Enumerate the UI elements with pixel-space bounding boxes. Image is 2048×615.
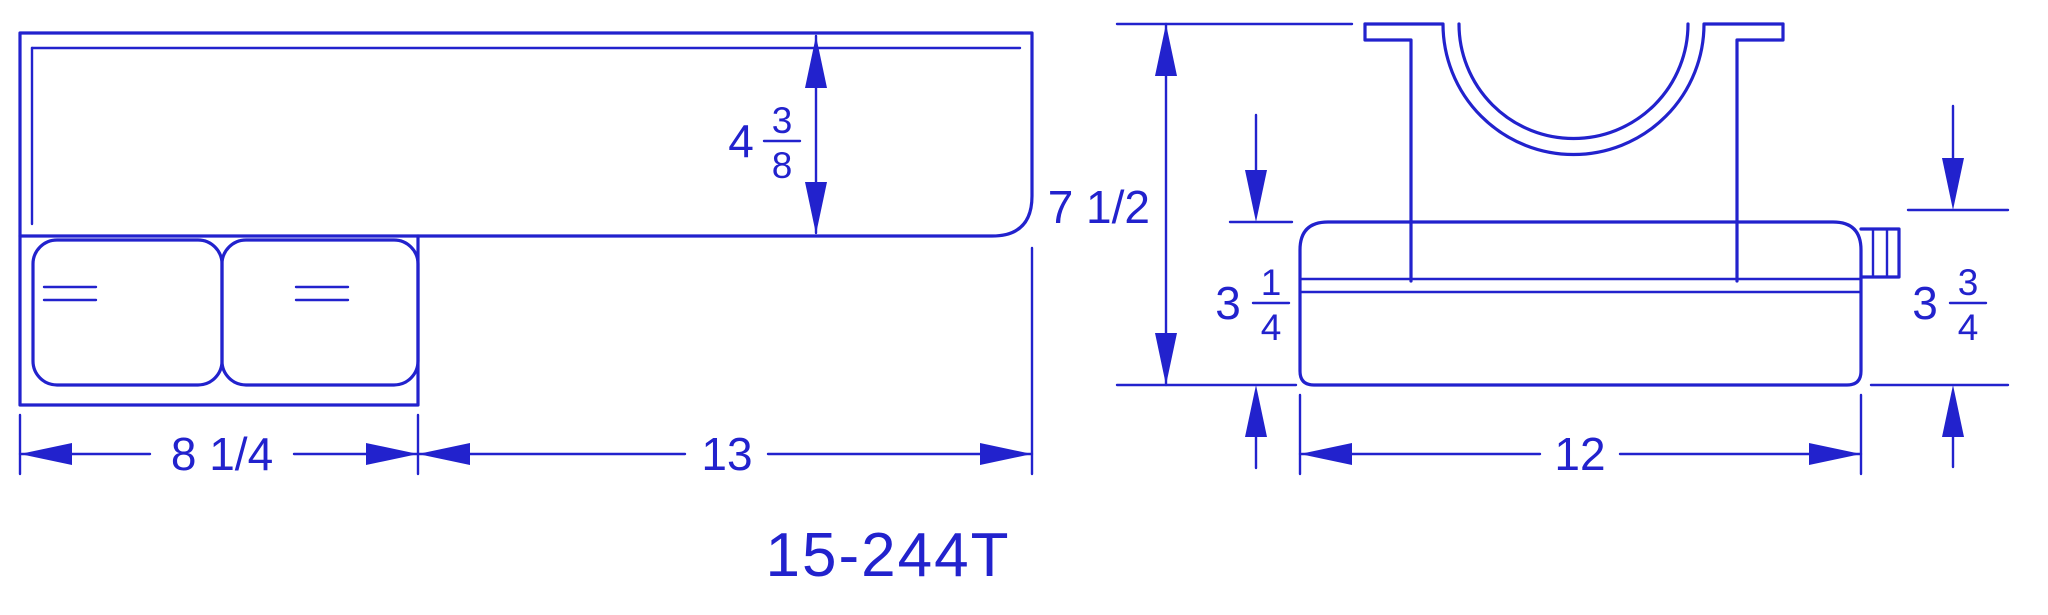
arrowhead-right — [1809, 443, 1861, 465]
arrowhead-up — [1245, 385, 1267, 437]
flange-left-end-and-wall — [1363, 22, 1413, 283]
dim-rear-length-label: 13 — [701, 428, 752, 480]
dim-body-height-left: 3 1 4 — [1215, 113, 1294, 470]
arrowhead-up — [1155, 24, 1177, 76]
arrowhead-left — [1300, 443, 1352, 465]
arrowhead-down — [1245, 170, 1267, 222]
flange-right-end-and-wall — [1735, 22, 1785, 283]
arrowhead-left — [20, 443, 72, 465]
dim-body-height-left-whole: 3 — [1215, 277, 1241, 329]
arrowhead-right — [980, 443, 1032, 465]
dim-depth: 4 3 8 — [728, 34, 827, 235]
arrowhead-down — [805, 182, 827, 234]
arrowhead-down — [1155, 333, 1177, 385]
side-view-outline — [18, 31, 1034, 407]
dim-body-height-right-whole: 3 — [1912, 277, 1938, 329]
drain-plug-flats — [1871, 227, 1889, 279]
dim-sump-length: 8 1/4 — [18, 413, 420, 480]
arrowhead-up — [805, 36, 827, 88]
arrowhead-up — [1942, 385, 1964, 437]
dim-body-height-right-denominator: 4 — [1958, 307, 1979, 348]
body-outline — [1298, 220, 1863, 387]
dim-depth-numerator: 3 — [772, 100, 793, 141]
arrowhead-down — [1942, 158, 1964, 210]
drain-plug-outline — [1859, 227, 1901, 279]
dim-body-height-right: 3 3 4 — [1869, 104, 2010, 469]
dim-depth-denominator: 8 — [772, 145, 793, 186]
arrowhead-right — [366, 443, 418, 465]
part-number: 15-244T — [766, 521, 1011, 590]
sump-baffle-left — [31, 238, 224, 387]
dim-rear-length: 13 — [416, 246, 1034, 480]
dim-overall-height-label: 7 1/2 — [1048, 181, 1150, 233]
dim-overall-height: 7 1/2 — [1048, 22, 1354, 387]
dim-depth-whole: 4 — [728, 115, 754, 167]
dim-body-height-left-numerator: 1 — [1261, 262, 1282, 303]
side-view — [18, 31, 1034, 407]
flange-and-arch-outer — [1363, 22, 1785, 157]
dim-body-height-left-denominator: 4 — [1261, 307, 1282, 348]
arch-inner — [1457, 22, 1690, 141]
end-view — [1298, 22, 1901, 387]
dim-body-height-right-numerator: 3 — [1958, 262, 1979, 303]
sump-baffle-right — [220, 238, 420, 387]
dim-sump-length-label: 8 1/4 — [171, 428, 273, 480]
dim-body-width-label: 12 — [1554, 428, 1605, 480]
dim-body-width: 12 — [1298, 393, 1863, 480]
baffle-right-mark — [294, 285, 350, 302]
baffle-left-mark — [42, 285, 98, 302]
arrowhead-left — [418, 443, 470, 465]
